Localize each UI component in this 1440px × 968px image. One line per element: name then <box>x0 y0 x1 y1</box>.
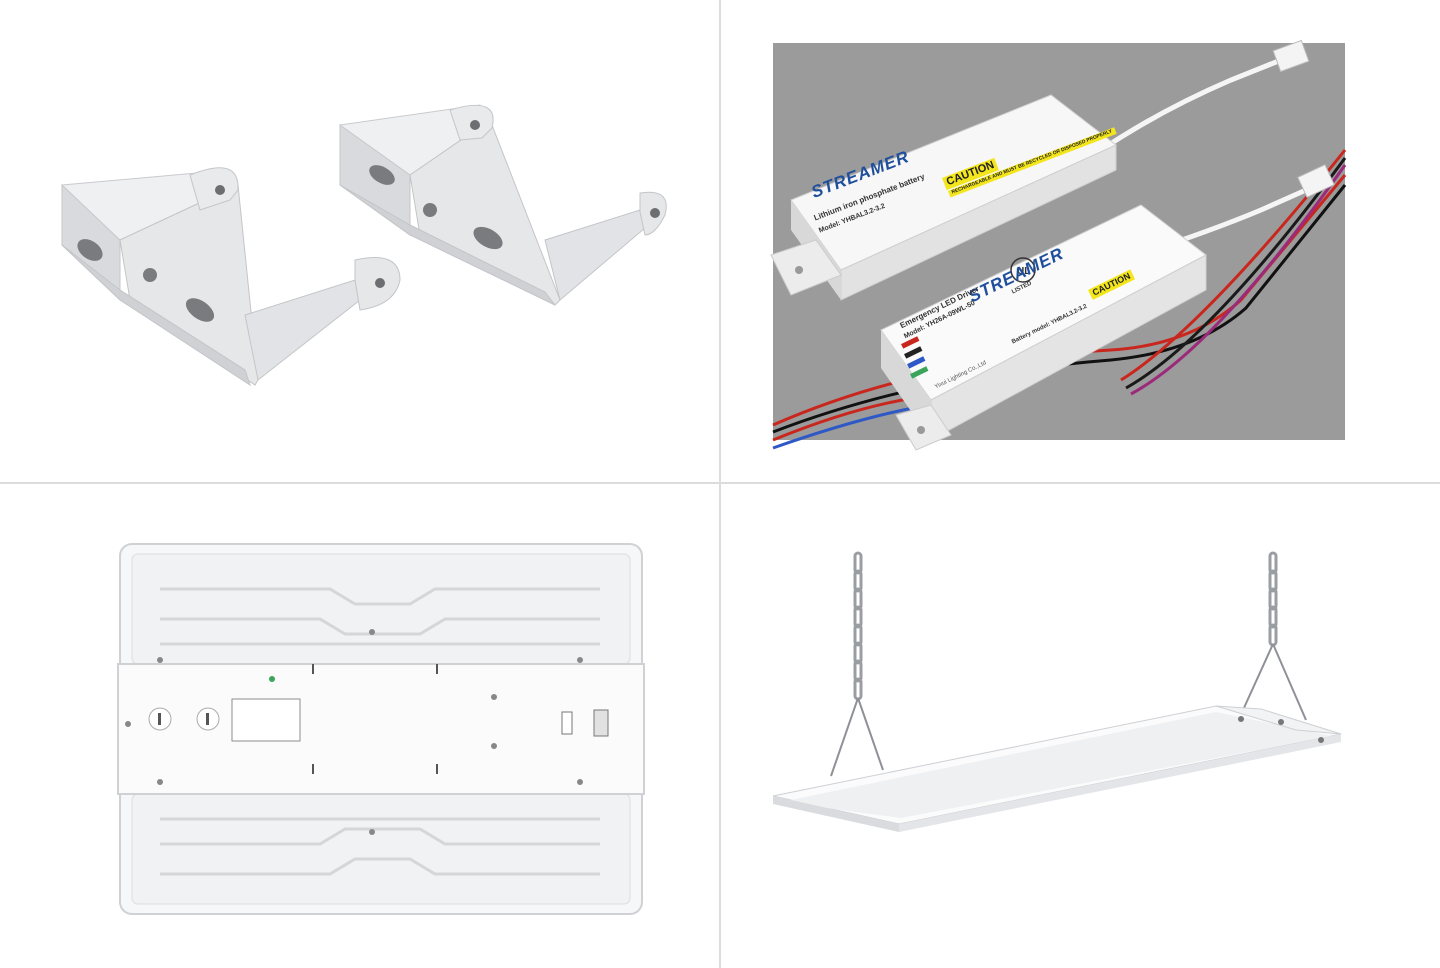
bracket-right <box>338 104 667 306</box>
svg-text:UL: UL <box>1017 266 1030 277</box>
chain-left <box>853 551 863 701</box>
cct-switch <box>561 711 573 735</box>
panel-mounting-brackets <box>0 0 719 482</box>
panel-fixture-back-view <box>0 484 719 968</box>
driver-module-icon: UL <box>770 39 1347 451</box>
wiring-label <box>231 698 301 742</box>
chain-right <box>1268 551 1278 647</box>
v-hook-left <box>830 697 884 777</box>
u-bracket-icon <box>60 104 667 387</box>
v-hook-right <box>1242 643 1307 721</box>
bracket-left <box>60 167 401 387</box>
connector-plug-top <box>1272 39 1310 73</box>
panel-emergency-battery-driver: UL STREAMER Lithium iron phosphate batte… <box>721 0 1440 482</box>
ul-logo-icon <box>1010 257 1036 283</box>
driver-module: UL <box>880 204 1207 451</box>
lower-heatsink <box>131 793 631 905</box>
connector-plug-bottom <box>1297 164 1335 198</box>
chain-hung-fixture-icon <box>772 551 1342 832</box>
horizontal-divider <box>0 482 1440 484</box>
upper-heatsink <box>131 553 631 665</box>
power-switch <box>593 709 609 737</box>
panel-hanging-fixture <box>721 484 1440 968</box>
high-bay-back-icon <box>117 543 645 915</box>
vertical-divider <box>719 0 721 968</box>
